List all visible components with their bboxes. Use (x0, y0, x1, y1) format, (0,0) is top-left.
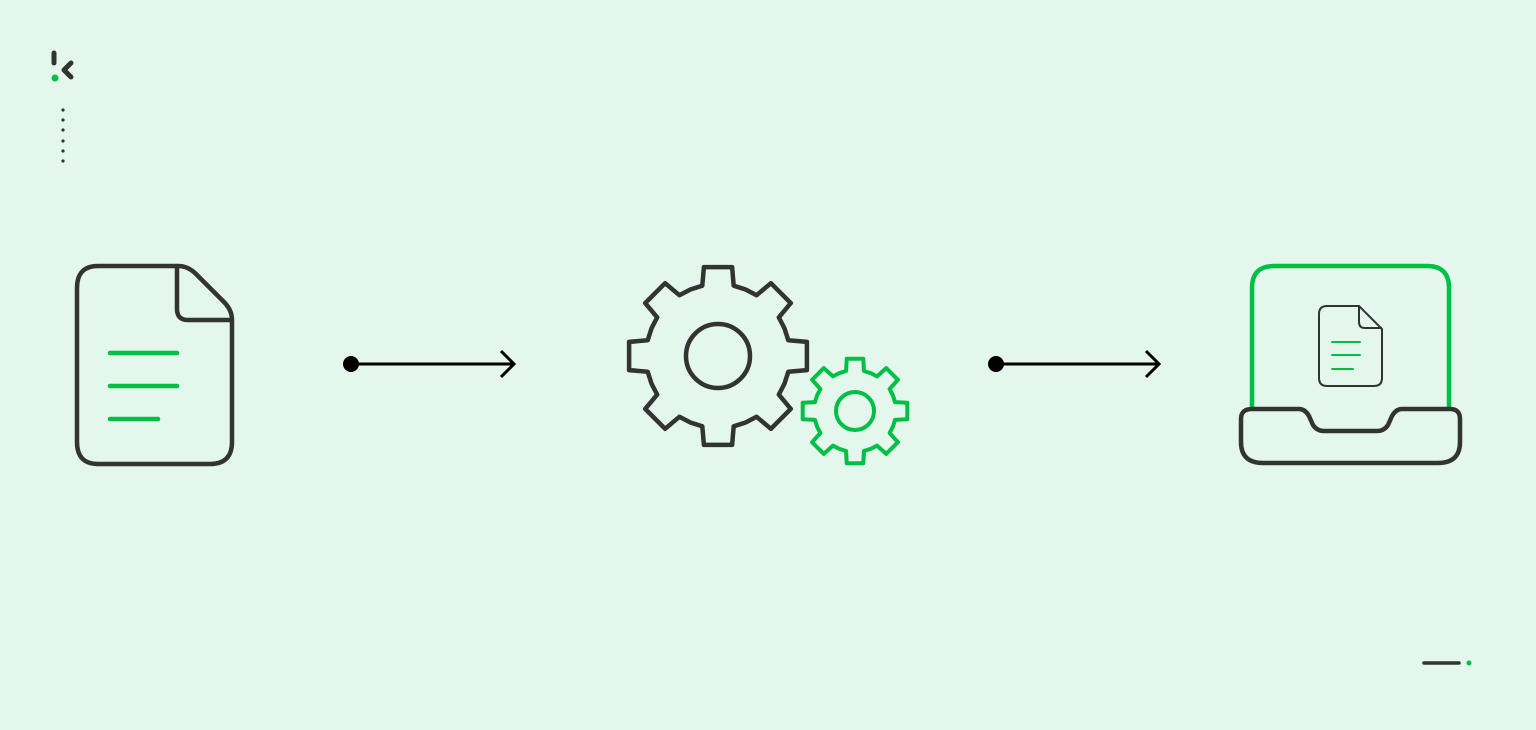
vertical-dots-icon (61, 108, 65, 163)
gears-icon (626, 264, 910, 466)
dash-dot-icon (1422, 660, 1472, 666)
large-gear-icon (626, 264, 810, 448)
arrow-right-icon (988, 349, 1162, 379)
document-icon (74, 263, 235, 467)
arrow-right-icon (343, 349, 517, 379)
logo (51, 50, 74, 82)
laptop-document-icon (1238, 263, 1463, 466)
small-gear-icon (800, 356, 910, 466)
